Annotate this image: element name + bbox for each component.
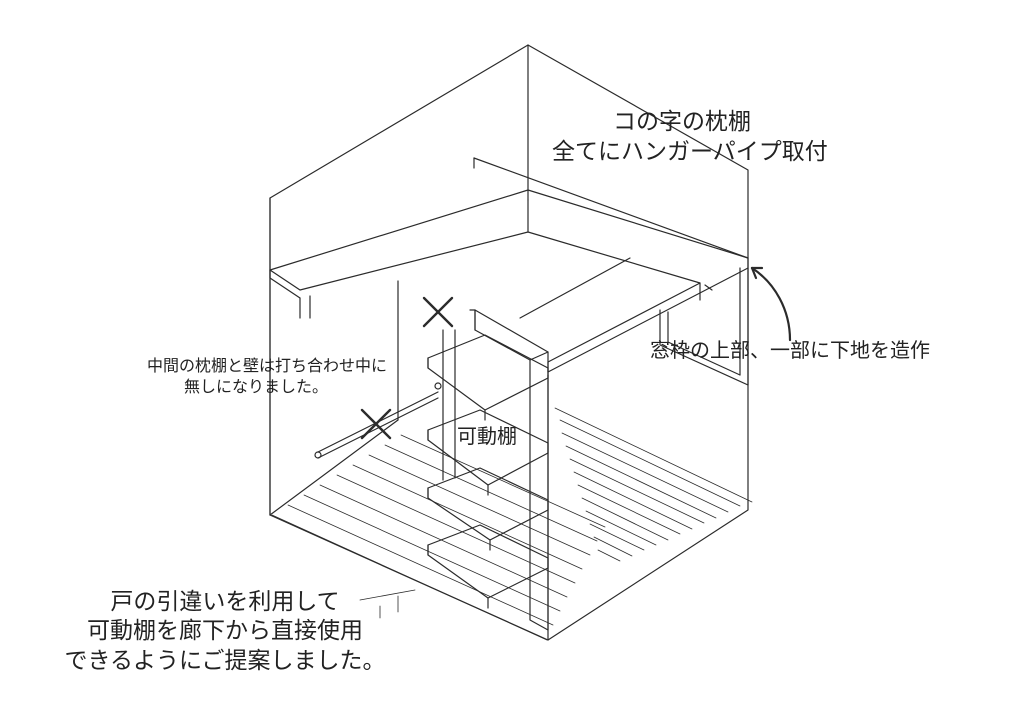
movable-shelf-unit [427,309,549,631]
label-middle-shelf-line-1: 中間の枕棚と壁は打ち合わせ中に [146,356,387,375]
door-track-marks [359,589,416,619]
label-middle-shelf-removed: 中間の枕棚と壁は打ち合わせ中に 無しになりました。 [125,356,387,398]
label-middle-shelf-line-2: 無しになりました。 [183,376,328,396]
label-door-note-line-2: 可動棚を廊下から直接使用 [87,618,363,645]
label-top-u-shelf-line-2: 全てにハンガーパイプ取付 [552,138,828,165]
label-door-note: 戸の引違いを利用して 可動棚を廊下から直接使用 できるようにご提案しました。 [40,588,410,676]
pointer-arrow [750,266,792,342]
window-frame [659,267,749,386]
label-door-note-line-3: できるようにご提案しました。 [64,647,386,674]
label-window-frame: 窓枠の上部、一部に下地を造作 [650,338,930,362]
label-top-u-shelf-line-1: コの字の枕棚 [613,109,751,135]
label-door-note-line-1: 戸の引違いを利用して [110,589,340,615]
label-top-u-shelf: コの字の枕棚 全てにハンガーパイプ取付 [552,108,828,168]
label-movable-shelf: 可動棚 [457,424,517,448]
floor-planks [271,407,753,641]
removed-x-marks [360,296,454,440]
